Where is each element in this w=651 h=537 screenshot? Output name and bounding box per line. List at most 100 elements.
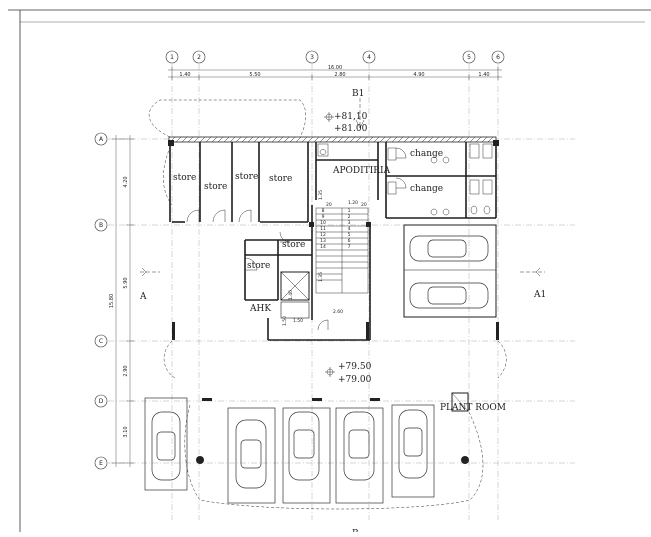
row-label-c: C [99,338,103,345]
level-bottom-lower: +79.00 [338,375,372,385]
room-label-store-6: store [247,261,270,271]
row-bubble-d [94,394,108,408]
sheet-border [8,9,651,532]
door-swings [186,147,407,331]
level-bottom-upper: +79.50 [338,362,372,372]
room-label-plant-room: PLANT ROOM [440,403,506,413]
row-label-d: D [99,398,104,405]
row-bubble-c [94,334,108,348]
stair-step-13: 13 [320,238,326,244]
level-top-upper: +81,10 [334,112,368,122]
core-dim-1-50-b: 1.50 [293,318,303,324]
row-label-a: A [99,136,104,143]
stair-dim-20-b: 20 [361,202,367,208]
car-bottom-3 [282,407,331,504]
side-dimension-lines [112,135,134,467]
row-label-e: E [99,460,103,467]
car-right-2 [409,282,489,309]
row-bubbles [94,132,108,470]
stair-dim-1-20: 1.20 [348,200,358,206]
core-dim-1-40: 1.40 [288,290,294,300]
top-dimension-2: 5.50 [249,72,260,78]
stair-step-12: 12 [320,232,326,238]
car-bottom-1 [144,397,188,491]
column-bubble-5 [462,50,476,64]
row-label-b: B [99,222,103,229]
car-bottom-5 [391,404,435,498]
level-markers [324,112,335,377]
structural-columns [168,140,499,464]
stair-step-11: 11 [320,226,326,232]
top-hatched-wall [168,136,497,143]
column-label-6: 6 [496,54,500,61]
column-bubble-6 [491,50,505,64]
column-label-2: 2 [197,54,201,61]
stair-dim-20-a: 20 [326,202,332,208]
side-dimension-4: 3.10 [123,426,129,437]
row-bubble-a [94,132,108,146]
stair-step-10: 10 [320,220,326,226]
walls [169,142,497,341]
column-bubble-3 [305,50,319,64]
room-label-ahk: AHK [249,304,271,314]
parking-bays-right [403,224,497,318]
site-outline [149,99,507,510]
column-bubble-2 [192,50,206,64]
room-label-store-3: store [235,172,258,182]
room-label-change-1: change [410,149,443,159]
plant-room-box [451,392,469,412]
overall-top-dimension: 16.00 [328,65,342,71]
sanitary-fixtures [317,143,493,216]
car-bottom-2 [227,407,276,504]
stair-step-6: 6 [348,238,351,244]
column-label-3: 3 [310,54,314,61]
elevator-shaft [280,271,310,319]
top-dimension-1: 1.40 [179,72,190,78]
core-dim-2-60: 2.60 [333,309,343,315]
car-bottom-4 [335,407,384,504]
column-label-5: 5 [467,54,471,61]
top-dimension-5: 1.40 [478,72,489,78]
top-dimension-4: 4.90 [413,72,424,78]
room-label-apoditiria: APODITIRIA [332,166,391,176]
column-label-1: 1 [170,54,174,61]
car-right-1 [409,235,489,262]
stair-dim-1-35-a: 1.35 [318,190,324,200]
stair-step-2: 2 [348,214,351,220]
stair-step-3: 3 [348,220,351,226]
room-label-change-2: change [410,184,443,194]
overall-side-dimension: 15.80 [109,294,115,308]
level-top-lower: +81.00 [334,124,368,134]
side-dimension-2: 5.90 [123,277,129,288]
column-label-4: 4 [367,54,371,61]
stair-dim-1-35-b: 1.35 [318,272,324,282]
column-bubble-4 [362,50,376,64]
stair-step-5: 5 [348,232,351,238]
stair-step-9: 9 [322,214,325,220]
section-mark-b1: B1 [352,89,364,99]
core-dim-1-50-a: 1.50 [282,316,288,326]
stair [315,207,369,294]
column-bubble-1 [165,50,179,64]
row-bubble-b [94,218,108,232]
stair-step-7: 7 [348,244,351,250]
stair-step-14: 14 [320,244,326,250]
top-dimension-lines [168,67,502,80]
stair-step-8: 8 [322,208,325,214]
side-dimension-1: 4.20 [123,176,129,187]
room-label-store-5: store [282,240,305,250]
section-mark-a1: A1 [533,290,546,300]
room-label-store-4: store [269,174,292,184]
row-bubble-e [94,456,108,470]
section-marks [140,98,545,277]
section-mark-a: A [139,292,147,302]
column-bubbles [165,50,505,64]
stair-step-1: 1 [348,208,351,214]
side-dimension-3: 2.90 [123,365,129,376]
room-label-store-2: store [204,182,227,192]
stair-step-4: 4 [348,226,351,232]
top-dimension-3: 2.80 [334,72,345,78]
cars [144,235,489,504]
